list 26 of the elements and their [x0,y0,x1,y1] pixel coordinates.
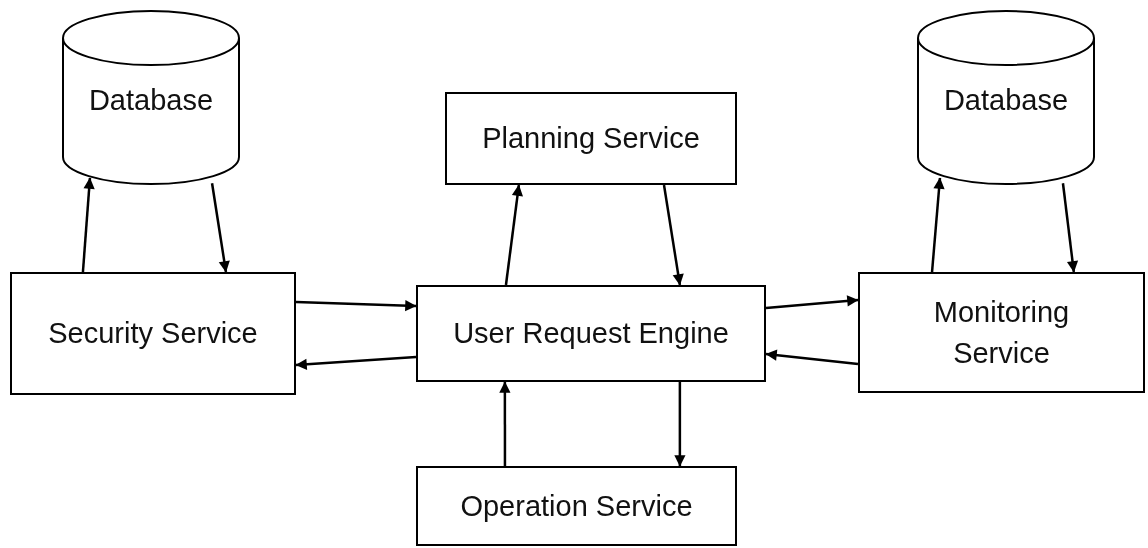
arrow [210,183,230,273]
process-box [416,285,766,382]
arrow [662,184,684,286]
arrow [81,177,95,273]
database-cylinder [917,10,1095,185]
arrow [765,295,859,310]
node-label: Database [88,83,214,118]
node-label: Monitoring Service [932,294,1071,371]
arrow [674,382,686,467]
arrow [504,184,523,286]
node-label: Planning Service [482,121,700,157]
arrow [295,299,417,312]
process-box [858,272,1145,393]
arrow [765,349,859,366]
arrow [1061,183,1079,273]
database-cylinder [62,10,240,185]
node-label: Database [943,83,1069,118]
process-box [445,92,737,185]
node-label: User Request Engine [453,316,729,352]
arrow [499,381,511,466]
node-label: Operation Service [460,488,693,524]
process-box [416,466,737,546]
node-label: Security Service [48,316,258,352]
arrow [295,355,417,370]
process-box [10,272,296,395]
arrow [930,177,945,273]
